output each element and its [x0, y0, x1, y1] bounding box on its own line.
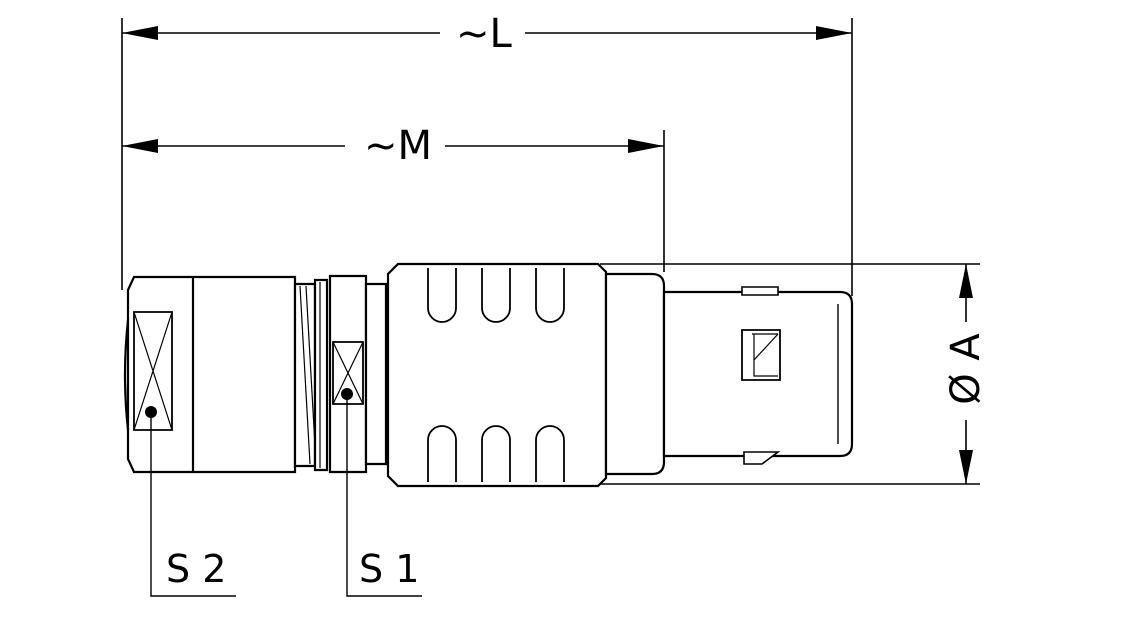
s2-leader-line — [151, 412, 236, 596]
grip-slot — [482, 426, 510, 482]
callout-label-s1: S 1 — [359, 547, 420, 591]
s1-leader-line — [347, 394, 422, 596]
dimension-label-l: ~L — [452, 14, 516, 54]
dimension-line-m — [122, 139, 664, 153]
connector-body — [125, 264, 852, 486]
dimension-label-m: ~M — [360, 126, 437, 166]
dimension-label-diameter: Ø A — [943, 323, 989, 415]
latch-tab-bottom — [744, 452, 778, 464]
grip-slot — [428, 268, 456, 322]
latch-housing — [606, 274, 664, 474]
grip-slot — [536, 426, 564, 482]
dimension-line-diameter — [600, 264, 980, 484]
grip-slot — [428, 426, 456, 482]
latch-tab-top — [742, 287, 778, 295]
grip-slot — [482, 268, 510, 322]
callout-label-s2: S 2 — [166, 547, 227, 591]
grip-sleeve — [388, 264, 606, 486]
dimension-line-l — [122, 26, 852, 40]
grip-slot — [536, 268, 564, 322]
